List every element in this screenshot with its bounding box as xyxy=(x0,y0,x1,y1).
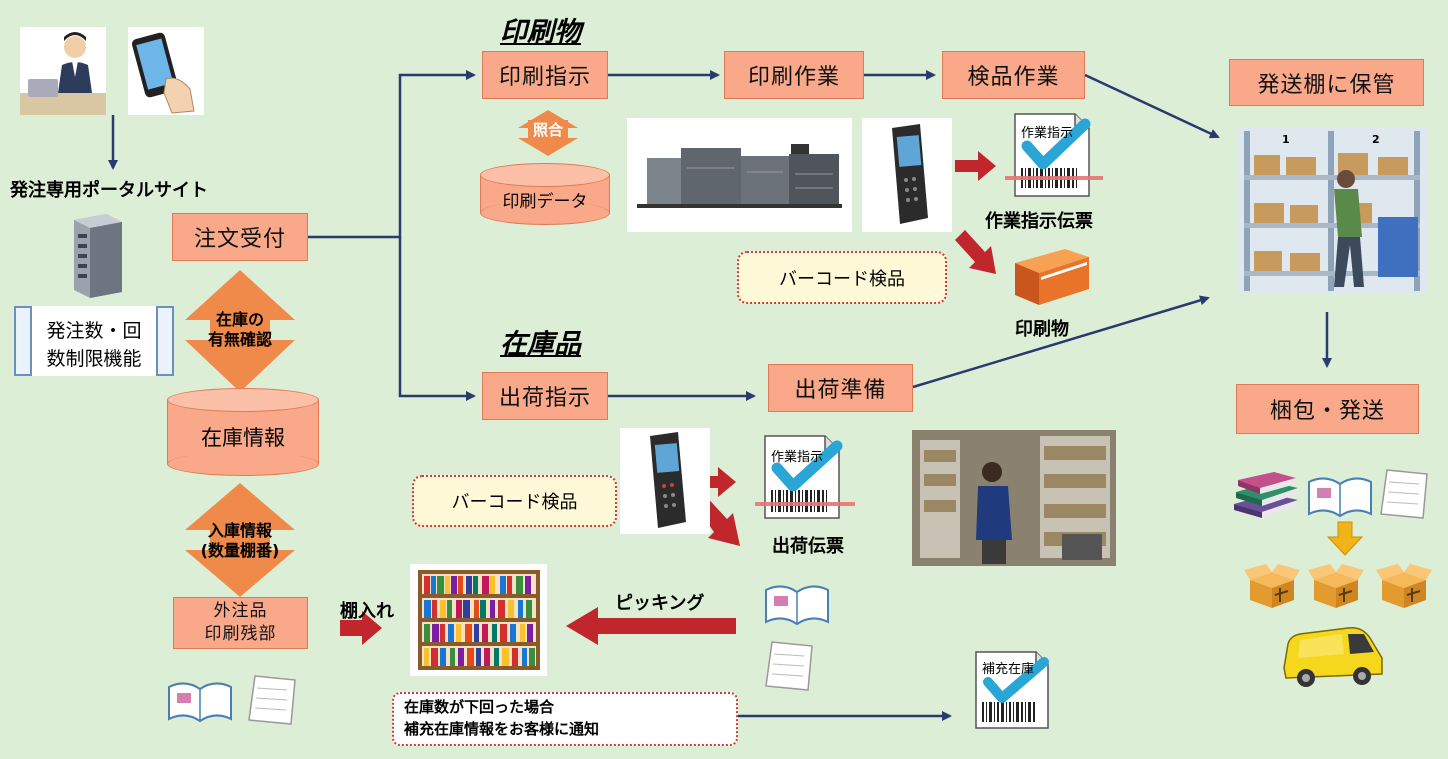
barcode-inspection-callout-stock: バーコード検品 xyxy=(412,475,617,527)
print-data-database: 印刷データ xyxy=(480,163,610,225)
work-instruction-slip-icon: 作業指示 xyxy=(1005,110,1103,200)
limit-function-box: 発注数・回 数制限機能 xyxy=(14,306,174,376)
low-stock-notice: 在庫数が下回った場合 補充在庫情報をお客様に通知 xyxy=(392,692,738,746)
order-receipt-box: 注文受付 xyxy=(172,213,308,261)
book-stack-icon xyxy=(1230,470,1302,520)
store-on-shelf-box: 発送棚に保管 xyxy=(1229,59,1424,106)
work-instruction-slip-label: 作業指示伝票 xyxy=(985,211,1093,232)
section-title-print: 印刷物 xyxy=(500,17,581,48)
refill-stock-slip-icon: 補充在庫 xyxy=(970,648,1060,732)
low-stock-notice-line2: 補充在庫情報をお客様に通知 xyxy=(404,720,600,738)
outsource-line2: 印刷残部 xyxy=(204,624,277,644)
stock-check-line1: 在庫の xyxy=(215,310,264,329)
cardboard-box-icon-1 xyxy=(1244,562,1300,610)
warehouse-worker-photo xyxy=(912,430,1116,566)
shipping-prep-box: 出荷準備 xyxy=(768,364,913,412)
stock-check-line2: 有無確認 xyxy=(207,330,272,349)
packing-shipping-box: 梱包・発送 xyxy=(1236,384,1419,434)
limit-function-line2: 数制限機能 xyxy=(46,348,142,370)
work-slip-header: 作業指示 xyxy=(1021,126,1074,141)
print-instruction-box: 印刷指示 xyxy=(482,51,608,99)
shelving-label: 棚入れ xyxy=(340,601,394,622)
refill-slip-header: 補充在庫 xyxy=(982,662,1035,677)
printing-machine-photo xyxy=(627,118,852,232)
inspection-box: 検品作業 xyxy=(942,51,1085,99)
receiving-info-line2: (数量棚番) xyxy=(200,541,280,560)
brochure-icon-3 xyxy=(1305,470,1375,520)
portal-label: 発注専用ポータルサイト xyxy=(10,180,208,201)
paper-form-icon xyxy=(245,672,303,726)
delivery-van-icon xyxy=(1278,622,1386,692)
section-title-stock: 在庫品 xyxy=(500,329,581,360)
outsource-line1: 外注品 xyxy=(213,601,268,621)
outsource-box: 外注品 印刷残部 xyxy=(173,597,308,649)
bookshelf-icon xyxy=(410,564,547,676)
shipping-instruction-box: 出荷指示 xyxy=(482,372,608,420)
paper-form-icon-2 xyxy=(762,638,818,694)
stock-check-label: 在庫の 有無確認 xyxy=(195,310,285,350)
handheld-scanner-icon xyxy=(862,118,952,232)
shipping-shelf-photo: 1 2 xyxy=(1238,127,1428,294)
shipping-slip-label: 出荷伝票 xyxy=(772,536,844,557)
brochure-icon-2 xyxy=(762,578,832,628)
print-data-label: 印刷データ xyxy=(502,191,588,212)
print-work-box: 印刷作業 xyxy=(724,51,864,99)
shelf-number-1: 1 xyxy=(1282,133,1290,146)
shelf-number-2: 2 xyxy=(1372,133,1380,146)
office-worker-illustration xyxy=(20,27,106,115)
barcode-inspection-callout-print: バーコード検品 xyxy=(737,251,947,304)
receiving-info-label: 入庫情報 (数量棚番) xyxy=(190,521,290,561)
shipping-slip-icon: 作業指示 xyxy=(755,432,855,522)
brochure-icon xyxy=(165,675,235,725)
printed-book-icon xyxy=(1005,243,1097,309)
limit-function-line1: 発注数・回 xyxy=(46,320,142,342)
server-icon xyxy=(66,212,126,298)
shipping-slip-header: 作業指示 xyxy=(771,450,824,465)
smartphone-illustration xyxy=(128,27,204,115)
stock-info-label: 在庫情報 xyxy=(201,426,285,450)
stock-info-database: 在庫情報 xyxy=(167,388,319,476)
cardboard-box-icon-2 xyxy=(1308,562,1364,610)
cardboard-box-icon-3 xyxy=(1376,562,1432,610)
picking-label: ピッキング xyxy=(615,593,705,614)
paper-form-icon-3 xyxy=(1377,466,1433,522)
printed-product-label: 印刷物 xyxy=(1015,319,1069,340)
receiving-info-line1: 入庫情報 xyxy=(207,521,272,540)
match-label: 照合 xyxy=(528,120,568,140)
handheld-scanner-icon-2 xyxy=(620,428,710,534)
low-stock-notice-line1: 在庫数が下回った場合 xyxy=(404,698,555,716)
